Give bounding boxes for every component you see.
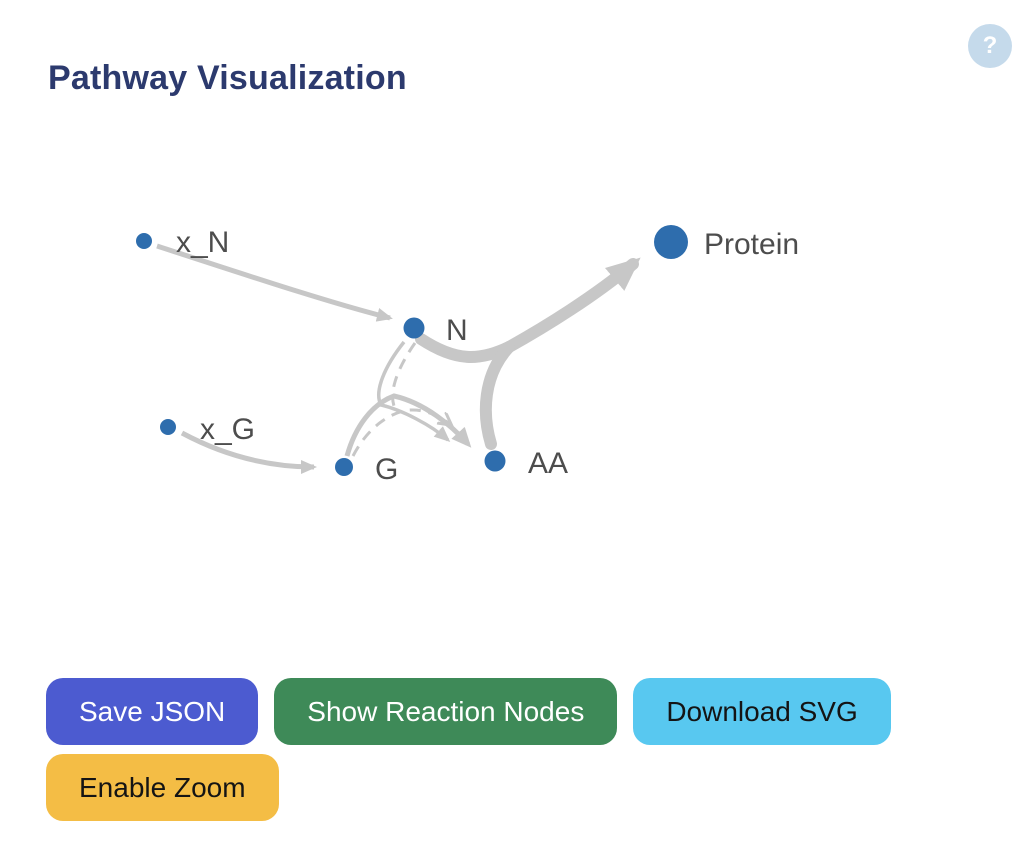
- edge-n-loop-solid: [377, 340, 451, 442]
- edge-n-loop-dashed: [391, 342, 417, 407]
- species-label-Protein: Protein: [704, 228, 799, 261]
- species-node-G[interactable]: [335, 458, 353, 476]
- question-mark-icon: ?: [982, 32, 998, 59]
- edge-xG-to-G: [180, 430, 317, 474]
- help-button[interactable]: ?: [968, 24, 1012, 68]
- species-node-x_N[interactable]: [136, 233, 152, 249]
- species-label-G: G: [375, 453, 398, 486]
- edge-g-to-aa-dashed: [351, 408, 450, 457]
- edge-aa-to-translation: [479, 341, 515, 450]
- species-node-Protein[interactable]: [654, 225, 688, 259]
- species-node-x_G[interactable]: [160, 419, 176, 435]
- save-json-button[interactable]: Save JSON: [46, 678, 259, 745]
- species-label-N: N: [446, 314, 468, 347]
- species-label-x_G: x_G: [200, 413, 255, 446]
- toolbar-row-2: Enable Zoom: [46, 754, 891, 821]
- species-node-AA[interactable]: [484, 450, 506, 472]
- edge-g-to-aa-solid: [344, 393, 472, 457]
- enable-zoom-button[interactable]: Enable Zoom: [46, 754, 279, 821]
- download-svg-button[interactable]: Download SVG: [633, 678, 891, 745]
- edge-xN-to-N: [156, 243, 393, 322]
- species-node-N[interactable]: [403, 317, 425, 339]
- species-label-x_N: x_N: [176, 226, 229, 259]
- species-label-AA: AA: [528, 447, 568, 480]
- show-reaction-nodes-button[interactable]: Show Reaction Nodes: [274, 678, 618, 745]
- page-title: Pathway Visualization: [48, 58, 407, 97]
